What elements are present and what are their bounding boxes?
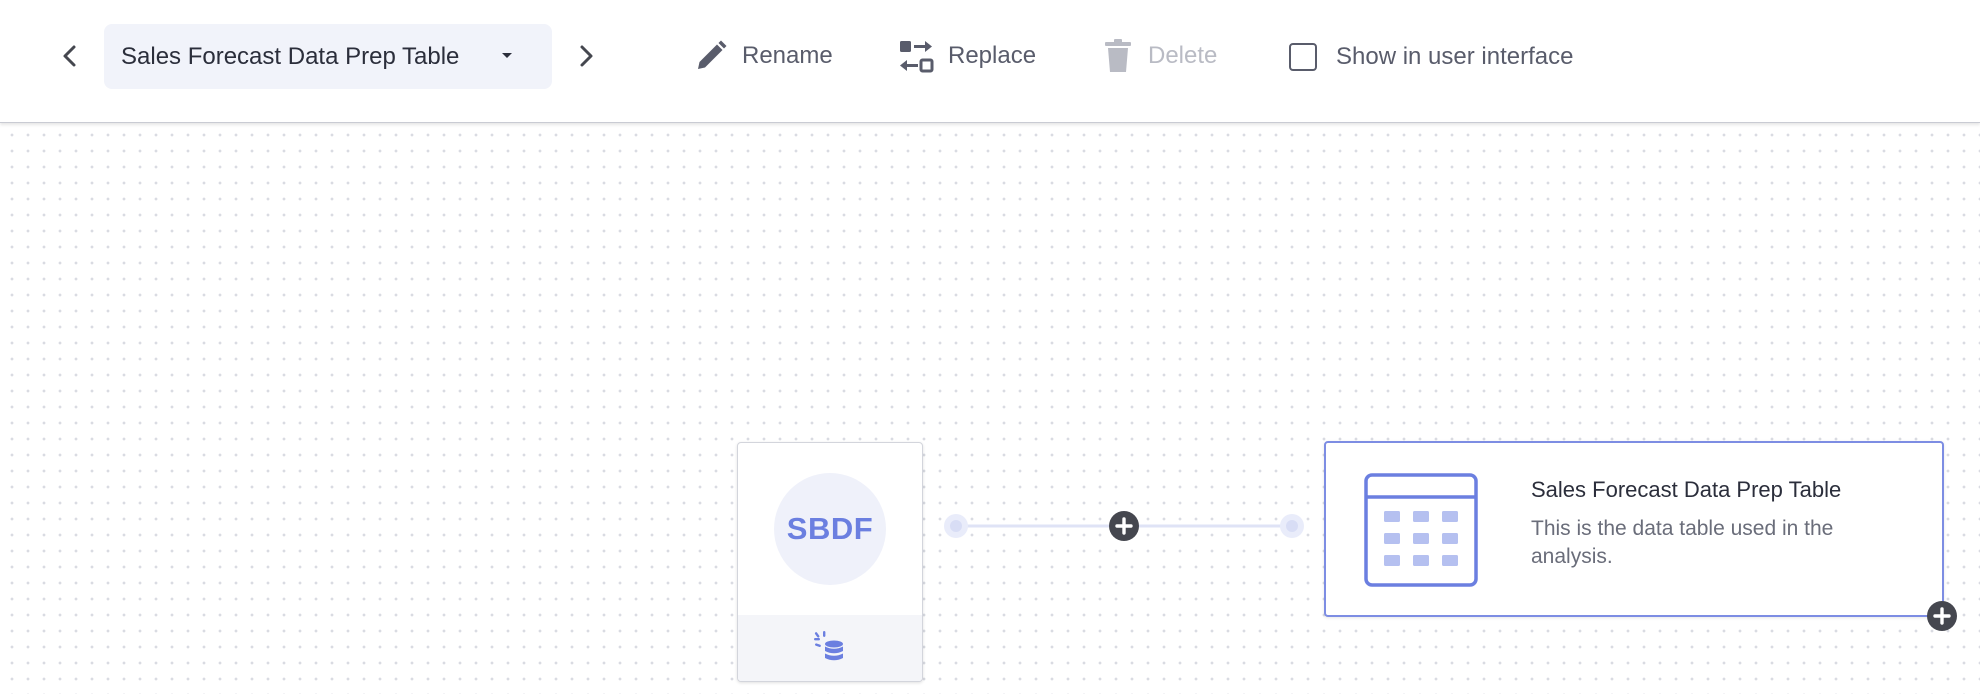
toolbar: Sales Forecast Data Prep Table Rename (0, 0, 1980, 123)
delete-button[interactable]: Delete (1102, 34, 1217, 78)
sbdf-source-node[interactable]: SBDF (737, 442, 923, 682)
source-node-footer (738, 615, 922, 681)
table-selector-label: Sales Forecast Data Prep Table (121, 42, 460, 70)
table-node-title: Sales Forecast Data Prep Table (1531, 477, 1842, 502)
database-sparkle-icon (814, 631, 843, 661)
next-table-button[interactable] (568, 38, 604, 74)
table-grid-icon (1364, 473, 1478, 587)
data-table-node[interactable]: Sales Forecast Data Prep Table This is t… (1324, 441, 1944, 617)
source-type-badge: SBDF (774, 473, 886, 585)
chevron-right-icon (580, 45, 593, 67)
table-selector-dropdown[interactable]: Sales Forecast Data Prep Table (104, 24, 552, 89)
pencil-icon (698, 40, 727, 69)
add-transformation-button[interactable] (1108, 510, 1140, 542)
rename-label: Rename (742, 42, 833, 69)
show-in-user-interface-toggle[interactable]: Show in user interface (1289, 40, 1573, 74)
caret-down-icon (502, 53, 512, 58)
chevron-left-icon (63, 45, 76, 67)
show-in-user-interface-label: Show in user interface (1336, 43, 1574, 70)
node-connector (944, 514, 1304, 538)
trash-icon (1105, 39, 1131, 72)
delete-label: Delete (1148, 42, 1218, 69)
previous-table-button[interactable] (52, 38, 88, 74)
replace-button[interactable]: Replace (898, 34, 1036, 78)
rename-button[interactable]: Rename (694, 34, 833, 78)
show-in-user-interface-checkbox[interactable] (1289, 43, 1317, 71)
add-after-node-button[interactable] (1926, 600, 1958, 632)
source-type-label: SBDF (786, 511, 874, 546)
replace-label: Replace (948, 42, 1037, 69)
table-node-description: This is the data table used in the analy… (1531, 517, 1834, 568)
swap-arrows-icon (900, 41, 934, 73)
